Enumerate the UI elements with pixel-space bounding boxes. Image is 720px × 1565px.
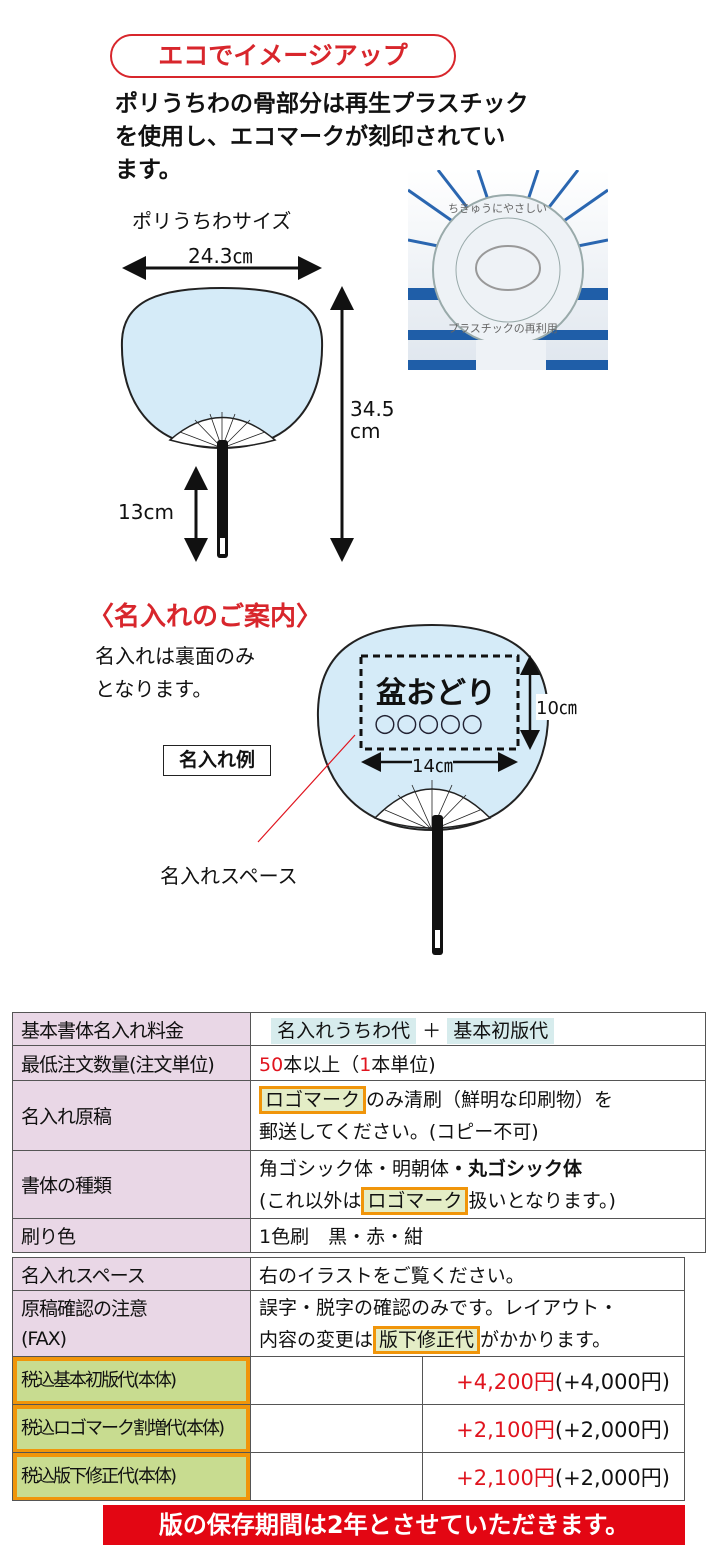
fee-price: +2,100円(+2,000円) [422,1452,685,1501]
print-colors: 1色刷 黒・赤・紺 [250,1218,706,1253]
header: 最低注文数量(注文単位) [12,1045,251,1081]
height-num: 34.5 [350,397,395,421]
t: がかかります。 [480,1328,612,1351]
fee-label: 税込基本初版代(本体) [12,1356,251,1405]
manuscript-info: ロゴマークのみ清刷（鮮明な印刷物）を郵送してください。(コピー不可) [250,1080,706,1151]
dim-width: 14㎝ [412,752,453,778]
eco-description: ポリうちわの骨部分は再生プラスチック を使用し、エコマークが刻印されてい ます。 [115,88,595,187]
unit-qty: 1 [359,1053,372,1076]
eco-line: ます。 [115,157,182,183]
min-order: 50本以上（1本単位) [250,1045,706,1081]
check-note: 誤字・脱字の確認のみです。レイアウト・内容の変更は版下修正代がかかります。 [250,1290,685,1357]
p: +2,100円 [456,1465,555,1490]
fee-price: +2,100円(+2,000円) [422,1404,685,1453]
empty [250,1404,423,1453]
revision-fee-tag: 版下修正代 [373,1325,481,1354]
b: (+2,000円) [554,1417,670,1442]
photo-text-bottom: プラスチックの再利用 [448,322,558,335]
space-info: 右のイラストをご覧ください。 [250,1257,685,1291]
pricing-formula: 名入れうちわ代 ＋ 基本初版代 [250,1012,706,1046]
eco-mark-icon [408,170,608,370]
t: 誤字・脱字の確認のみです。レイアウト・ [259,1296,619,1319]
header: 名入れスペース [12,1257,251,1291]
pricing-table: 基本書体名入れ料金 名入れうちわ代 ＋ 基本初版代 最低注文数量(注文単位)50… [12,1012,706,1253]
retention-banner: 版の保存期間は2年とさせていただきます。 [103,1505,685,1545]
photo-text-top: ちきゅうにやさしい [448,202,547,215]
logo-mark-tag: ロゴマーク [259,1085,367,1114]
eco-line: ポリうちわの骨部分は再生プラスチック [115,91,529,117]
sample-text: 盆おどり [376,676,496,711]
header: 基本書体名入れ料金 [12,1012,251,1046]
p: +4,200円 [456,1369,555,1394]
font-types: 角ゴシック体・明朝体・丸ゴシック体 (これ以外はロゴマーク扱いとなります。) [250,1150,706,1219]
fee-label: 税込版下修正代(本体) [12,1452,251,1501]
l: 税込版下修正代(本体) [17,1456,246,1497]
b: (+2,000円) [554,1465,670,1490]
guide-title: 〈名入れのご案内〉 [88,602,323,632]
guide-line: となります。 [95,677,213,701]
t: 郵送してください。(コピー不可) [259,1120,539,1143]
handle-label: 13cm [118,500,174,524]
b: (+4,000円) [554,1369,670,1394]
l: 税込基本初版代(本体) [17,1360,246,1401]
eco-mark-photo: ちきゅうにやさしい プラスチックの再利用 [408,170,608,370]
min-qty: 50 [259,1053,284,1076]
header: 書体の種類 [12,1150,251,1219]
header: 刷り色 [12,1218,251,1253]
logo-mark-tag: ロゴマーク [361,1186,469,1215]
fee-table: 名入れスペース右のイラストをご覧ください。 原稿確認の注意 (FAX) 誤字・脱字の… [12,1257,685,1501]
font-gothic: 角ゴシック体・ [259,1157,393,1180]
fan-large [257,623,550,955]
font-mincho: 明朝体 [392,1157,450,1180]
guide-line: 名入れは裏面のみ [95,644,255,668]
fan-cost: 名入れうちわ代 [271,1017,417,1044]
t: 内容の変更は [259,1328,374,1351]
dim-height: 10㎝ [536,694,577,720]
t: 本以上（ [283,1053,360,1076]
h: 原稿確認の注意 [21,1297,148,1320]
space-label: 名入れスペース [160,864,298,888]
guide-text: 名入れは裏面のみ となります。 [95,640,255,706]
fan-small [120,286,324,558]
example-label: 名入れ例 [163,745,271,776]
eco-title: エコでイメージアップ [110,34,456,78]
fee-price: +4,200円(+4,000円) [422,1356,685,1405]
t: 本単位) [371,1053,436,1076]
empty [250,1452,423,1501]
t: 扱いとなります。) [468,1189,616,1212]
plus: ＋ [422,1019,442,1042]
fee-label: 税込ロゴマーク割増代(本体) [12,1404,251,1453]
height-unit: cm [350,419,381,443]
p: +2,100円 [456,1417,555,1442]
header: 名入れ原稿 [12,1080,251,1151]
empty [250,1356,423,1405]
l: 税込ロゴマーク割増代(本体) [17,1408,246,1449]
fan-diagrams [120,256,550,955]
plate-cost: 基本初版代 [447,1017,555,1044]
h: (FAX) [21,1327,67,1350]
font-maru: ・丸ゴシック体 [449,1157,583,1180]
header: 原稿確認の注意 (FAX) [12,1290,251,1357]
size-arrows [122,256,354,562]
size-title: ポリうちわサイズ [132,209,292,233]
t: (これ以外は [259,1189,362,1212]
sample-circles: ○○○○○ [374,708,484,737]
t: のみ清刷（鮮明な印刷物）を [366,1088,614,1111]
eco-line: を使用し、エコマークが刻印されてい [115,124,506,150]
